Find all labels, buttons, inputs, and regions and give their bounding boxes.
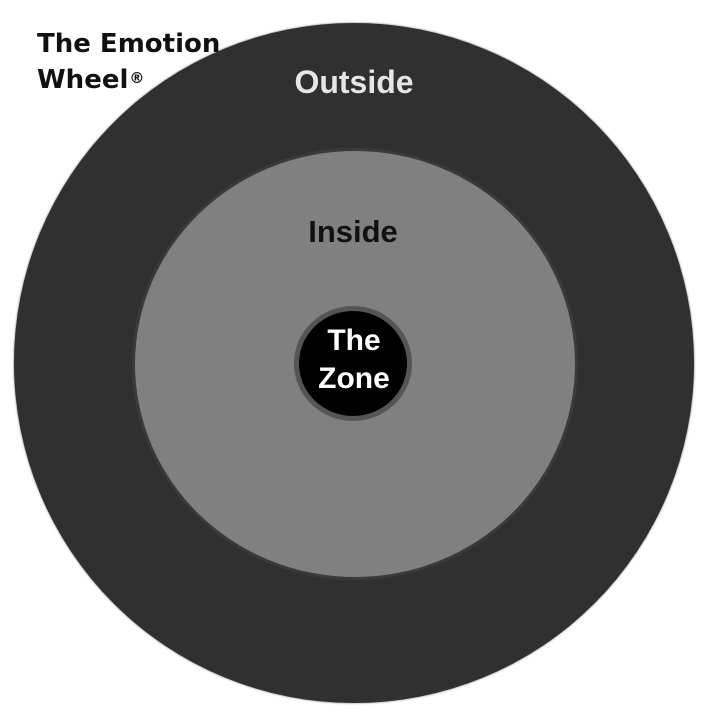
registered-mark: ® (129, 69, 145, 87)
zone-label-line-2: Zone (318, 362, 390, 395)
inside-label: Inside (308, 214, 398, 249)
title-line-1: The Emotion (37, 29, 221, 59)
zone-label: The Zone (304, 322, 404, 398)
zone-circle (294, 306, 412, 421)
title-line-2: Wheel® (37, 62, 220, 98)
zone-label-line-1: The (327, 324, 381, 357)
diagram-title: The Emotion Wheel® (37, 26, 220, 98)
title-wheel-text: Wheel (37, 65, 129, 95)
outside-label: Outside (294, 64, 414, 100)
